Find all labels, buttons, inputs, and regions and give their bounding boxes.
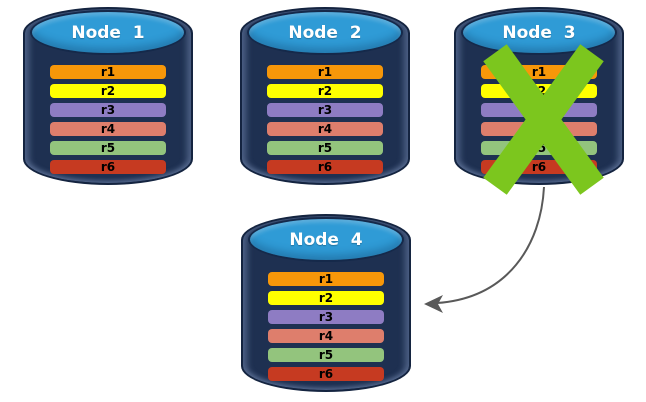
node-1: Node 1 r1 r2 r3 r4 r5 r6 [23,7,193,185]
node-2-bar-r2: r2 [267,84,383,98]
node-4-bar-r2: r2 [268,291,384,305]
node-1-bar-r5: r5 [50,141,166,155]
node-4-records: r1 r2 r3 r4 r5 r6 [268,272,384,386]
node-3-records: r1 r2 r3 r4 r5 r6 [481,65,597,179]
node-3-bar-r1: r1 [481,65,597,79]
node-2-cylinder-top: Node 2 [247,10,403,55]
node-2-bar-r3: r3 [267,103,383,117]
node-4-bar-r4: r4 [268,329,384,343]
node-4-bar-r1: r1 [268,272,384,286]
node-1-cylinder-top: Node 1 [30,10,186,55]
node-3-bar-r6: r6 [481,160,597,174]
node-4-bar-r3: r3 [268,310,384,324]
node-1-bar-r6: r6 [50,160,166,174]
node-1-bar-r1: r1 [50,65,166,79]
node-2-title: Node 2 [288,22,362,43]
node-3-cylinder-top: Node 3 [461,10,617,55]
node-4-bar-r6: r6 [268,367,384,381]
node-3: Node 3 r1 r2 r3 r4 r5 r6 [454,7,624,195]
node-4-bar-r5: r5 [268,348,384,362]
node-4: Node 4 r1 r2 r3 r4 r5 r6 [241,214,411,392]
node-3-bar-r3: r3 [481,103,597,117]
replication-arrow-head-icon [424,295,443,313]
node-1-records: r1 r2 r3 r4 r5 r6 [50,65,166,179]
node-3-bar-r4: r4 [481,122,597,136]
node-2-bar-r4: r4 [267,122,383,136]
node-1-bar-r2: r2 [50,84,166,98]
node-2-records: r1 r2 r3 r4 r5 r6 [267,65,383,179]
node-2-bar-r6: r6 [267,160,383,174]
node-3-title: Node 3 [502,22,576,43]
node-2-bar-r1: r1 [267,65,383,79]
replication-arrow-line [436,186,545,304]
node-4-title: Node 4 [289,229,363,250]
node-1-bar-r3: r3 [50,103,166,117]
node-3-bar-r2: r2 [481,84,597,98]
node-1-title: Node 1 [71,22,145,43]
node-3-bar-r5: r5 [481,141,597,155]
node-4-cylinder-top: Node 4 [248,217,404,262]
node-2-bar-r5: r5 [267,141,383,155]
node-2: Node 2 r1 r2 r3 r4 r5 r6 [240,7,410,185]
node-1-bar-r4: r4 [50,122,166,136]
